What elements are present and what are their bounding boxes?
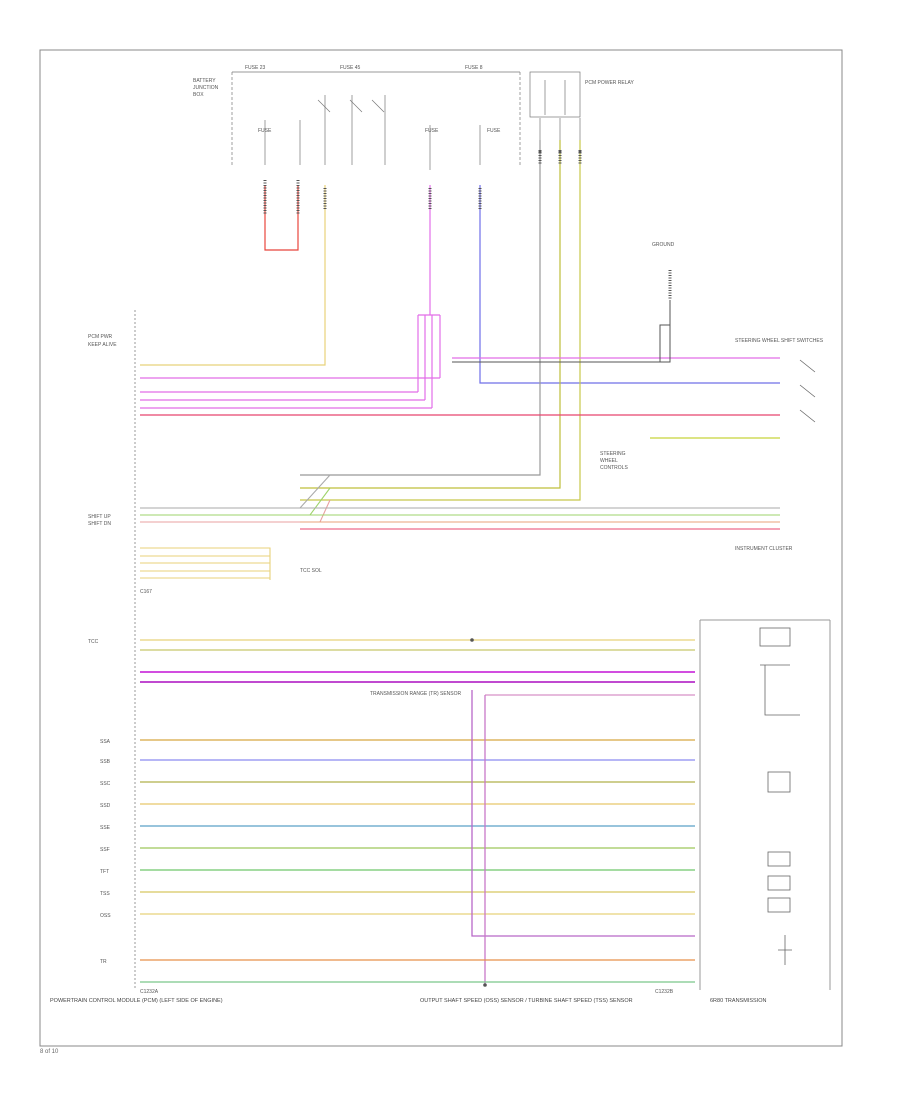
vss-caption: OUTPUT SHAFT SPEED (OSS) SENSOR / TURBIN… — [420, 998, 633, 1004]
splice-dots — [470, 150, 582, 987]
wire-red-right — [140, 414, 780, 439]
pcm-caption: POWERTRAIN CONTROL MODULE (PCM) (LEFT SI… — [50, 998, 223, 1004]
bottom-captions: POWERTRAIN CONTROL MODULE (PCM) (LEFT SI… — [50, 589, 766, 1004]
page-footer: 8 of 10 — [40, 1049, 59, 1055]
paddle-label: STEERING WHEEL SHIFT SWITCHES — [735, 338, 824, 344]
trans-boundary — [699, 619, 831, 990]
svg-text:TCC SOL: TCC SOL — [300, 568, 322, 574]
svg-text:STEERING: STEERING — [600, 451, 626, 457]
right-switches: STEERING WHEEL SHIFT SWITCHES STEERING W… — [600, 338, 824, 471]
svg-text:SSF: SSF — [100, 847, 110, 853]
transmission-wires — [140, 639, 695, 985]
diagram-frame — [39, 49, 843, 1047]
connector-c: C167 — [140, 589, 152, 595]
power-distribution-section — [231, 71, 581, 170]
svg-text:FUSE: FUSE — [258, 128, 272, 134]
ground-label: GROUND — [652, 242, 675, 248]
svg-text:SSE: SSE — [100, 825, 111, 831]
svg-text:FUSE: FUSE — [425, 128, 439, 134]
svg-text:TR: TR — [100, 959, 107, 965]
splice-pink — [140, 314, 780, 409]
pcm-middle-wires — [140, 474, 780, 530]
svg-text:CONTROLS: CONTROLS — [600, 465, 628, 471]
fuse-labels: BATTERY JUNCTION BOX FUSE 23 FUSE 45 FUS… — [193, 65, 634, 134]
svg-text:PCM PWR: PCM PWR — [88, 334, 113, 340]
tr-caption: TRANSMISSION RANGE (TR) SENSOR — [370, 691, 462, 697]
svg-text:BATTERY: BATTERY — [193, 78, 216, 84]
connector-a: C1232A — [140, 989, 159, 995]
svg-text:JUNCTION: JUNCTION — [193, 85, 219, 91]
top-wires — [140, 140, 780, 501]
svg-text:SSC: SSC — [100, 781, 111, 787]
fuse-c-label: FUSE 8 — [465, 65, 483, 71]
connector-stubs — [263, 150, 672, 300]
svg-text:FUSE: FUSE — [487, 128, 501, 134]
pin-labels-left: PCM PWR KEEP ALIVE SHIFT UP SHIFT DN TCC… — [88, 334, 117, 965]
fuse-a-label: FUSE 23 — [245, 65, 266, 71]
transmission-components — [759, 627, 800, 965]
svg-text:TSS: TSS — [100, 891, 110, 897]
svg-text:OSS: OSS — [100, 913, 111, 919]
svg-text:WHEEL: WHEEL — [600, 458, 618, 464]
svg-text:SHIFT DN: SHIFT DN — [88, 521, 111, 527]
svg-text:KEEP ALIVE: KEEP ALIVE — [88, 342, 117, 348]
svg-text:SSA: SSA — [100, 739, 111, 745]
connector-b: C1232B — [655, 989, 674, 995]
svg-text:SSB: SSB — [100, 759, 111, 765]
ground-symbol: GROUND — [452, 242, 675, 363]
trans-caption: 6R80 TRANSMISSION — [710, 998, 766, 1004]
svg-text:SSD: SSD — [100, 803, 111, 809]
svg-text:TFT: TFT — [100, 869, 109, 875]
relay-label: PCM POWER RELAY — [585, 80, 634, 86]
svg-text:TCC: TCC — [88, 639, 99, 645]
fuse-b-label: FUSE 45 — [340, 65, 361, 71]
yellow-block: TCC SOL — [140, 547, 322, 580]
ipc-label: INSTRUMENT CLUSTER — [735, 546, 793, 552]
svg-text:SHIFT UP: SHIFT UP — [88, 514, 111, 520]
svg-text:BOX: BOX — [193, 92, 204, 98]
